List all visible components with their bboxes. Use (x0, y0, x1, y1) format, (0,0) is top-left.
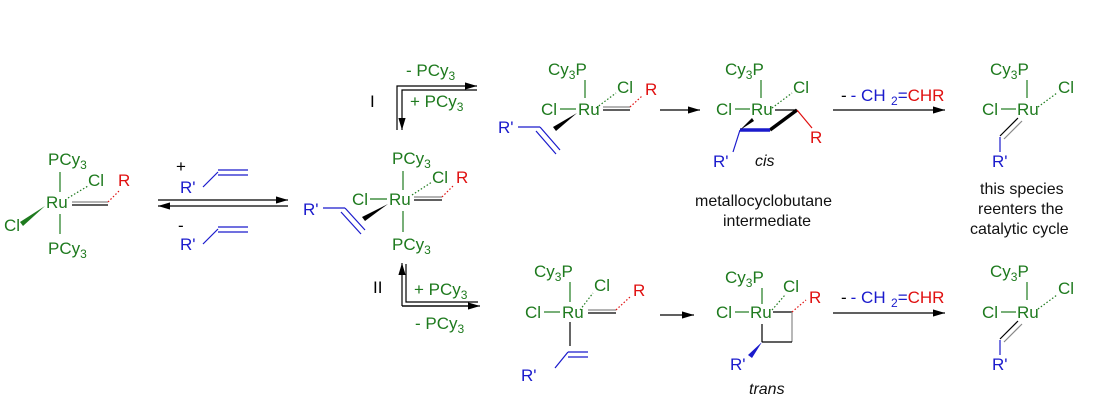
svg-text:R': R' (992, 355, 1008, 374)
alkene-complex: PCy3 Cl Cl Ru R R' PCy3 (303, 149, 468, 257)
svg-text:Cy3P: Cy3P (990, 262, 1029, 284)
svg-text:2=CHR: 2=CHR (891, 86, 944, 108)
svg-text:R: R (645, 80, 657, 99)
svg-text:Cl: Cl (1058, 279, 1074, 298)
svg-text:R': R' (992, 152, 1008, 171)
svg-text:Cl: Cl (716, 303, 732, 322)
pcy3-top: PCy3 (48, 150, 87, 172)
reenter-caption: this species reenters the catalytic cycl… (970, 181, 1069, 238)
svg-text:Ru: Ru (750, 303, 772, 322)
grubbs-catalyst: PCy3 Cl Ru R Cl PCy3 (4, 150, 130, 261)
svg-text:Cl: Cl (783, 277, 799, 296)
svg-text:Cl: Cl (594, 276, 610, 295)
svg-text:-- CH: -- CH (841, 86, 886, 105)
svg-text:Cy3P: Cy3P (725, 268, 764, 290)
svg-text:R': R' (730, 355, 746, 374)
cis-metallocyclobutane: Cy3P Cl Cl Ru R R' cis (713, 60, 822, 171)
svg-text:Cl: Cl (617, 78, 633, 97)
pathway-1-arrows: I - PCy3 + PCy3 (370, 61, 477, 130)
svg-text:Cl: Cl (793, 78, 809, 97)
bottom-elimination-arrow: -- CH 2=CHR (833, 288, 945, 317)
metallocyclobutane-caption: metallocyclobutane intermediate (695, 193, 832, 230)
svg-text:Cy3P: Cy3P (548, 60, 587, 82)
pcy3-bottom: PCy3 (48, 239, 87, 261)
bottom-product-alkylidene: Cy3P Cl Cl Ru R' (982, 262, 1074, 374)
svg-text:Ru: Ru (1017, 303, 1039, 322)
svg-text:PCy3: PCy3 (392, 235, 431, 257)
svg-text:catalytic cycle: catalytic cycle (970, 221, 1069, 238)
svg-text:Cl: Cl (1058, 78, 1074, 97)
svg-text:Ru: Ru (751, 100, 773, 119)
svg-text:R': R' (521, 366, 537, 385)
svg-text:Cl: Cl (982, 303, 998, 322)
svg-text:Cl: Cl (716, 100, 732, 119)
svg-text:R: R (810, 128, 822, 147)
svg-text:+ PCy3: + PCy3 (410, 92, 464, 114)
svg-text:Cl: Cl (982, 100, 998, 119)
svg-text:- PCy3: - PCy3 (415, 314, 465, 336)
svg-text:Ru: Ru (1017, 100, 1039, 119)
svg-text:R': R' (303, 200, 319, 219)
trans-metallocyclobutane: Cy3P Cl Cl Ru R R' trans (716, 268, 821, 398)
svg-text:Cl: Cl (525, 303, 541, 322)
alkene-equilibrium: + R' - R' (158, 157, 288, 254)
svg-text:Cy3P: Cy3P (725, 60, 764, 82)
svg-text:II: II (373, 278, 382, 297)
svg-text:R': R' (713, 152, 729, 171)
pathway-2-complex: Cy3P Cl Cl Ru R R' (521, 262, 645, 385)
svg-text:R': R' (180, 178, 196, 197)
r-group: R (118, 171, 130, 190)
top-elimination-arrow: -- CH - CH 2=CHR (833, 86, 945, 114)
svg-text:- PCy3: - PCy3 (406, 61, 456, 83)
svg-text:-- CH: -- CH (841, 288, 886, 307)
svg-text:metallocyclobutane: metallocyclobutane (695, 193, 832, 210)
svg-text:R: R (633, 281, 645, 300)
svg-text:R': R' (180, 235, 196, 254)
svg-text:-: - (178, 216, 184, 235)
top-product-alkylidene: Cy3P Cl Cl Ru R' (982, 60, 1074, 171)
ru-center: Ru (46, 193, 68, 212)
svg-text:+: + (176, 157, 186, 176)
cl-equatorial: Cl (4, 216, 20, 235)
svg-text:Ru: Ru (562, 303, 584, 322)
svg-text:Ru: Ru (578, 100, 600, 119)
cl-axial: Cl (88, 171, 104, 190)
svg-text:R': R' (498, 118, 514, 137)
svg-text:Cy3P: Cy3P (534, 262, 573, 284)
svg-text:this species: this species (980, 181, 1064, 198)
svg-text:PCy3: PCy3 (392, 149, 431, 171)
pathway-2-arrows: II + PCy3 - PCy3 (373, 263, 480, 336)
svg-text:+ PCy3: + PCy3 (414, 280, 468, 302)
svg-text:Ru: Ru (389, 190, 411, 209)
svg-text:Cl: Cl (432, 168, 448, 187)
svg-text:cis: cis (755, 153, 775, 170)
svg-text:R: R (456, 168, 468, 187)
pathway-1-complex: Cy3P Cl Cl Ru R R' (498, 60, 657, 155)
svg-text:Cl: Cl (541, 100, 557, 119)
svg-text:I: I (370, 92, 375, 111)
svg-text:Cy3P: Cy3P (990, 60, 1029, 82)
svg-text:Cl: Cl (352, 190, 368, 209)
svg-text:reenters the: reenters the (978, 201, 1063, 218)
svg-text:R: R (809, 288, 821, 307)
svg-text:intermediate: intermediate (723, 213, 811, 230)
svg-text:trans: trans (749, 381, 785, 398)
svg-text:2=CHR: 2=CHR (891, 288, 944, 310)
